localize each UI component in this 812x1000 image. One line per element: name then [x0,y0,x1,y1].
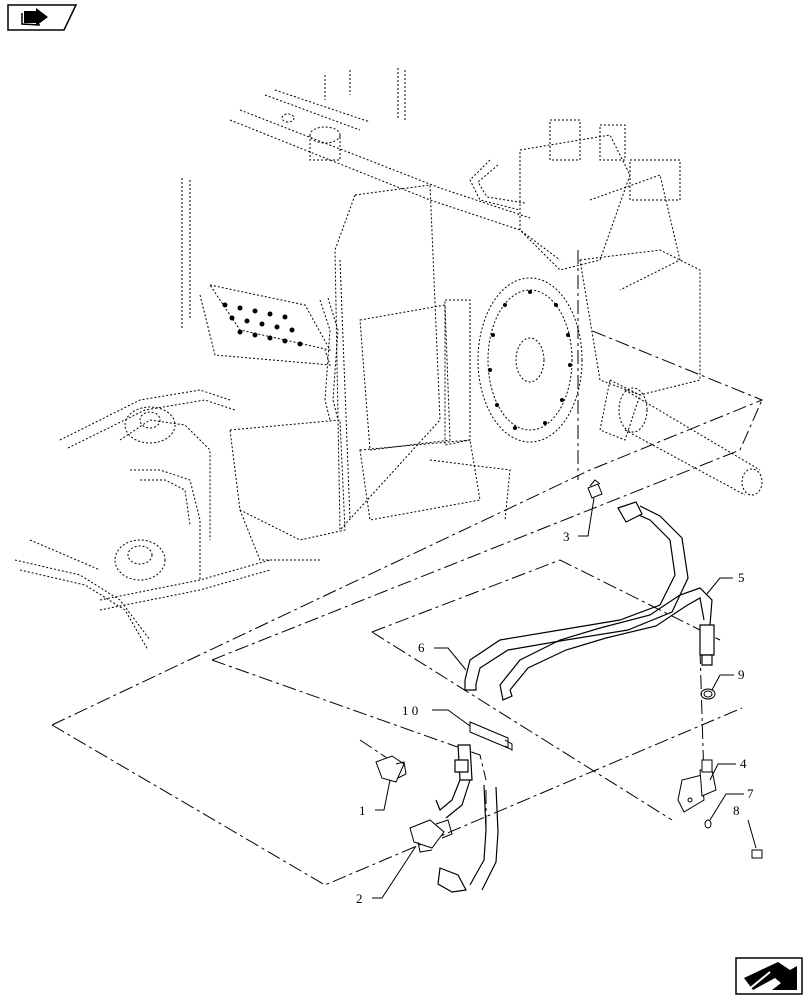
callout-6: 6 [418,640,425,655]
flywheel-bolts [488,290,572,430]
part-6-hose [464,680,513,701]
callout-10: 1 0 [402,703,418,718]
next-page-button[interactable] [735,957,803,995]
part-7-washer [704,819,712,829]
callout-9: 9 [738,667,745,682]
tractor-frame-assembly [14,68,763,651]
book-arrow-icon [21,8,48,26]
callout-1: 1 [359,803,366,818]
part-1-elbow-fitting [375,755,407,783]
part-10-clamp [469,721,513,751]
callout-8: 8 [733,803,740,818]
callout-7: 7 [747,786,754,801]
callout-leaders [372,497,757,899]
part-8-bolt [751,849,763,859]
part-9-o-ring [700,688,716,700]
step-plate-holes [222,302,303,347]
part-3-fitting [587,479,603,499]
callout-labels: 1 2 3 4 5 6 7 8 9 1 0 [356,529,754,906]
part-5-hose [464,501,715,691]
book-nav-button[interactable] [7,4,78,31]
next-page-arrow-icon [744,962,797,991]
part-4-bracket [677,759,717,813]
callout-2: 2 [356,891,363,906]
assembly-boundary-lines [51,250,764,886]
lower-hose-assembly [435,744,499,893]
callout-5: 5 [738,570,745,585]
callout-3: 3 [563,529,570,544]
callout-4: 4 [740,756,747,771]
part-2-tee-fitting [409,819,453,853]
